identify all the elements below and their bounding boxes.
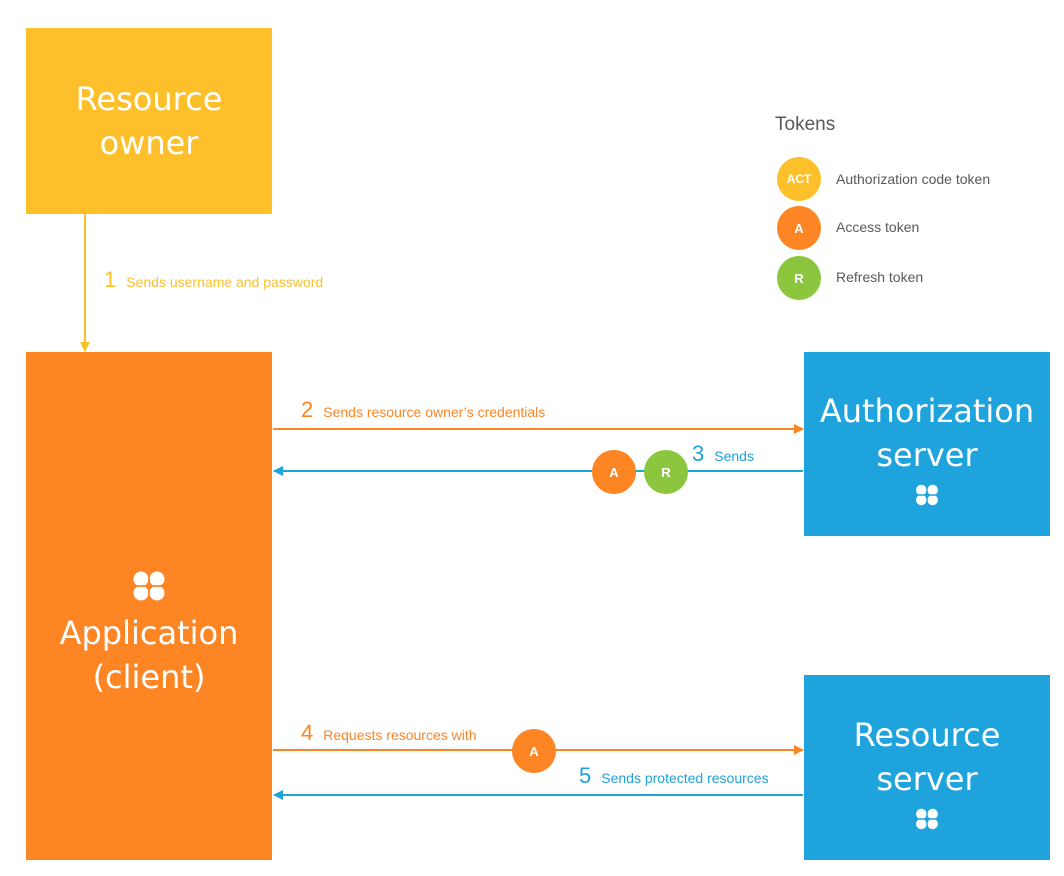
legend-label: Authorization code token [836, 171, 991, 187]
resource-owner-node: Resource owner [26, 28, 272, 214]
refresh-token-badge: R [644, 450, 688, 494]
authorization-code-token-badge: ACT [777, 157, 821, 201]
application-node: Application (client) [26, 352, 272, 860]
step-3-label: 3 Sends [692, 441, 754, 467]
legend-title: Tokens [775, 114, 836, 135]
flower-icon [133, 571, 165, 601]
authorization-server-title: Authorization server [819, 392, 1035, 474]
step-text: Sends username and password [126, 274, 324, 290]
step-text: Sends [714, 448, 754, 464]
resource-owner-title: Resource owner [75, 80, 223, 162]
step-4-label: 4 Requests resources with [301, 720, 477, 746]
step-number: 3 [692, 441, 705, 466]
step-number: 1 [104, 267, 117, 292]
access-token-badge: A [777, 206, 821, 250]
step-number: 5 [579, 763, 592, 788]
refresh-token-badge: R [777, 256, 821, 300]
step-5-label: 5 Sends protected resources [579, 763, 769, 789]
step-text: Sends protected resources [601, 770, 769, 786]
step-text: Requests resources with [323, 727, 477, 743]
access-token-badge: A [512, 729, 556, 773]
flower-icon [915, 807, 939, 830]
step-text: Sends resource owner’s credentials [323, 404, 546, 420]
flower-icon [915, 484, 939, 506]
resource-server-node: Resource server [804, 675, 1050, 860]
application-title: Application (client) [59, 614, 239, 696]
legend-label: Refresh token [836, 269, 924, 285]
authorization-server-node: Authorization server [804, 352, 1050, 536]
step-number: 4 [301, 720, 314, 745]
step-2-label: 2 Sends resource owner’s credentials [301, 397, 545, 423]
access-token-badge: A [592, 450, 636, 494]
resource-server-title: Resource server [853, 715, 1001, 798]
step-number: 2 [301, 397, 314, 422]
step-1-label: 1 Sends username and password [104, 267, 323, 293]
legend-label: Access token [836, 219, 920, 235]
